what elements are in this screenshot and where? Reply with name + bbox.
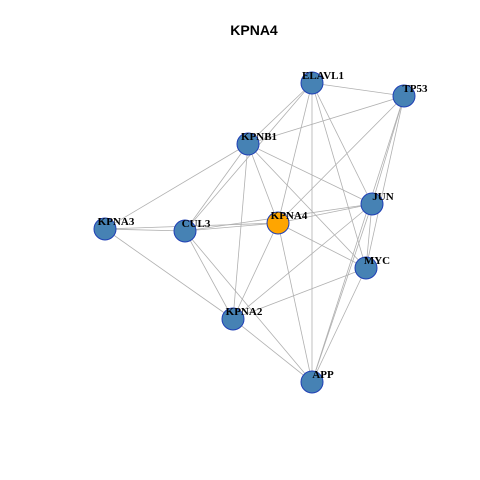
node-circle-tp53 xyxy=(392,84,416,108)
edge-kpnb1-jun xyxy=(247,143,373,205)
node-circle-jun xyxy=(360,192,384,216)
node-label-kpna4: KPNA4 xyxy=(271,210,308,222)
edge-kpnb1-cul3 xyxy=(184,143,249,232)
edge-tp53-kpnb1 xyxy=(247,95,405,145)
node-label-myc: MYC xyxy=(364,255,390,267)
node-app: APP xyxy=(300,369,334,394)
edge-myc-kpna2 xyxy=(232,267,367,320)
node-kpnb1: KPNB1 xyxy=(236,131,277,156)
edge-kpna4-app xyxy=(277,222,313,383)
edge-kpna3-cul3 xyxy=(104,228,186,232)
edge-cul3-kpna2 xyxy=(184,230,234,320)
node-myc: MYC xyxy=(354,255,390,280)
edge-jun-kpna2 xyxy=(232,203,373,320)
edge-kpnb1-kpna3 xyxy=(104,143,249,230)
edge-kpnb1-kpna4 xyxy=(247,143,279,224)
edge-tp53-jun xyxy=(371,95,405,205)
edge-kpna4-kpna2 xyxy=(232,222,279,320)
edge-elavl1-kpna4 xyxy=(277,82,313,224)
edge-elavl1-myc xyxy=(311,82,367,269)
node-cul3: CUL3 xyxy=(173,218,211,243)
node-circle-app xyxy=(300,370,324,394)
edge-kpnb1-myc xyxy=(247,143,367,269)
node-label-cul3: CUL3 xyxy=(182,218,211,230)
node-label-kpnb1: KPNB1 xyxy=(241,131,277,143)
node-label-jun: JUN xyxy=(372,191,393,203)
node-circle-kpna2 xyxy=(221,307,245,331)
node-label-elavl1: ELAVL1 xyxy=(302,70,344,82)
edge-cul3-kpna4 xyxy=(184,222,279,232)
node-kpna2: KPNA2 xyxy=(221,306,263,331)
edge-jun-app xyxy=(311,203,373,383)
edge-layer xyxy=(104,82,405,383)
node-label-app: APP xyxy=(312,369,334,381)
node-circle-kpna4 xyxy=(266,211,290,235)
edge-elavl1-cul3 xyxy=(184,82,313,232)
edge-tp53-kpna4 xyxy=(277,95,405,224)
edge-kpnb1-kpna2 xyxy=(232,143,249,320)
edge-kpna2-app xyxy=(232,318,313,383)
node-label-tp53: TP53 xyxy=(402,83,428,95)
diagram-title: KPNA4 xyxy=(230,22,278,38)
node-circle-myc xyxy=(354,256,378,280)
edge-kpna3-kpna2 xyxy=(104,228,234,320)
edge-tp53-app xyxy=(311,95,405,383)
edge-elavl1-kpnb1 xyxy=(247,82,313,145)
node-circle-kpna3 xyxy=(93,217,117,241)
node-label-kpna2: KPNA2 xyxy=(226,306,263,318)
node-elavl1: ELAVL1 xyxy=(300,70,344,95)
edge-myc-app xyxy=(311,267,367,383)
node-kpna4: KPNA4 xyxy=(266,210,308,235)
node-circle-cul3 xyxy=(173,219,197,243)
node-jun: JUN xyxy=(360,191,394,216)
node-circle-kpnb1 xyxy=(236,132,260,156)
node-label-kpna3: KPNA3 xyxy=(98,216,135,228)
edge-elavl1-jun xyxy=(311,82,373,205)
edge-elavl1-tp53 xyxy=(311,82,405,97)
edge-tp53-myc xyxy=(365,95,405,269)
node-circle-elavl1 xyxy=(300,71,324,95)
node-tp53: TP53 xyxy=(392,83,428,108)
node-kpna3: KPNA3 xyxy=(93,216,135,241)
edge-kpna4-jun xyxy=(277,203,373,224)
